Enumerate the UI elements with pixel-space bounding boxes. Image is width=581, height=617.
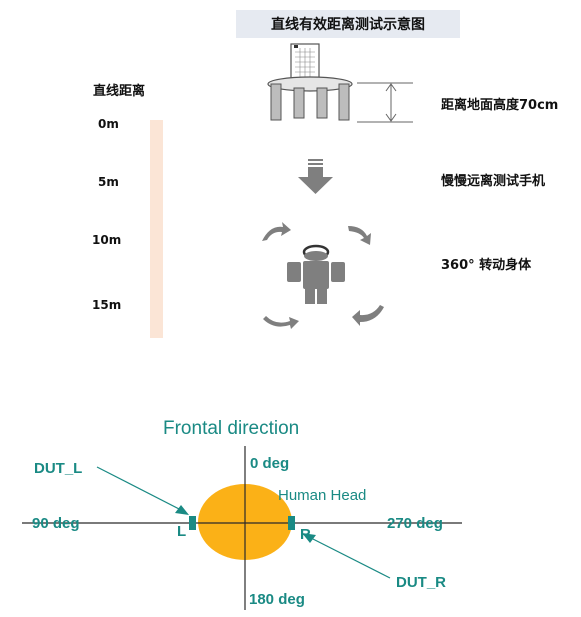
dut-l-pointer: [96, 466, 184, 512]
deg-90-label: 90 deg: [32, 515, 80, 532]
deg-270-label: 270 deg: [387, 515, 443, 532]
distance-mark-0m: 0m: [98, 117, 119, 131]
dut-r-pointer: [308, 536, 391, 579]
diagram-title: 直线有效距离测试示意图: [236, 10, 460, 38]
height-dimension: [357, 82, 413, 123]
rotate-body-label: 360° 转动身体: [441, 258, 532, 273]
deg-180-label: 180 deg: [249, 591, 305, 608]
distance-mark-15m: 15m: [92, 298, 122, 312]
distance-mark-10m: 10m: [92, 233, 122, 247]
dut-right-marker: [288, 516, 295, 530]
height-label: 距离地面高度70cm: [441, 98, 559, 113]
dut-l-arrowhead: [175, 505, 189, 515]
move-away-label: 慢慢远离测试手机: [441, 174, 546, 189]
table-icon: [267, 76, 353, 121]
distance-mark-5m: 5m: [98, 175, 119, 189]
dut-l-label: DUT_L: [34, 460, 82, 477]
rotate-arrows-icon: [262, 222, 384, 329]
deg-0-label: 0 deg: [250, 455, 289, 472]
down-arrow-icon: [298, 159, 333, 194]
distance-bar: [150, 120, 163, 338]
human-head-label: Human Head: [278, 487, 366, 504]
distance-header: 直线距离: [93, 84, 146, 99]
phone-icon: [290, 43, 320, 81]
dut-r-label: DUT_R: [396, 574, 446, 591]
person-icon: [287, 244, 345, 304]
frontal-direction-label: Frontal direction: [163, 418, 299, 439]
dut-left-marker: [189, 516, 196, 530]
dut-r-arrowhead: [302, 533, 316, 543]
left-marker-label: L: [177, 523, 186, 540]
